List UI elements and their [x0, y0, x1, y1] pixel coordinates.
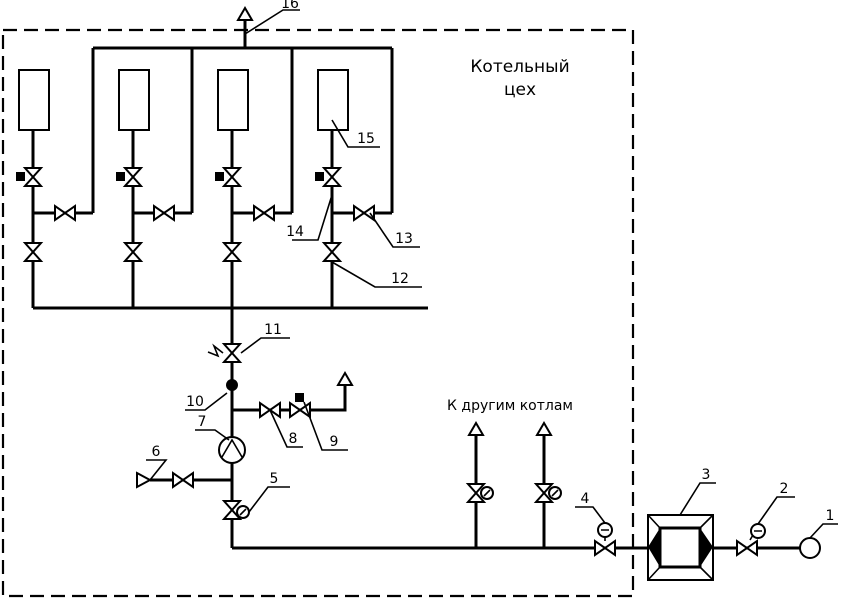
label-4: 4 — [581, 491, 590, 507]
filter-3 — [647, 514, 714, 581]
main-riser — [207, 308, 250, 548]
boiler-branch-3 — [215, 69, 292, 308]
boiler-branch-2 — [116, 69, 192, 308]
label-14: 14 — [286, 224, 304, 240]
boiler-room-title: Котельный — [470, 57, 569, 77]
branch-to-other-boilers-2 — [535, 422, 562, 548]
boiler-3 — [217, 69, 249, 131]
label-1: 1 — [826, 508, 835, 524]
boiler-room-title-2: цех — [504, 80, 536, 100]
label-16: 16 — [281, 0, 299, 12]
label-13: 13 — [395, 231, 413, 247]
boiler-4 — [317, 69, 349, 131]
boiler-2 — [118, 69, 150, 131]
label-7: 7 — [198, 414, 207, 430]
sampling-line — [136, 471, 232, 489]
boiler-branch-4 — [315, 69, 392, 308]
label-11: 11 — [264, 322, 282, 338]
branch-to-other-boilers-1 — [467, 422, 494, 548]
leader-lines — [146, 9, 838, 539]
purge-line — [232, 372, 353, 418]
inlet-1 — [799, 537, 821, 559]
meter-7 — [218, 436, 246, 464]
label-10: 10 — [186, 394, 204, 410]
label-6: 6 — [152, 444, 161, 460]
valve-2 — [736, 523, 766, 556]
boiler-branch-1 — [16, 69, 93, 308]
label-8: 8 — [289, 431, 298, 447]
label-15: 15 — [357, 131, 375, 147]
shutoff-point-10 — [226, 379, 238, 391]
label-12: 12 — [391, 271, 409, 287]
label-3: 3 — [702, 467, 711, 483]
valve-4 — [594, 522, 616, 556]
vent-header — [91, 7, 394, 213]
label-2: 2 — [780, 481, 789, 497]
to-other-boilers-note: К другим котлам — [447, 398, 573, 414]
label-5: 5 — [270, 471, 279, 487]
boiler-room-boundary — [1, 28, 635, 598]
boiler-1 — [18, 69, 50, 131]
label-9: 9 — [330, 434, 339, 450]
